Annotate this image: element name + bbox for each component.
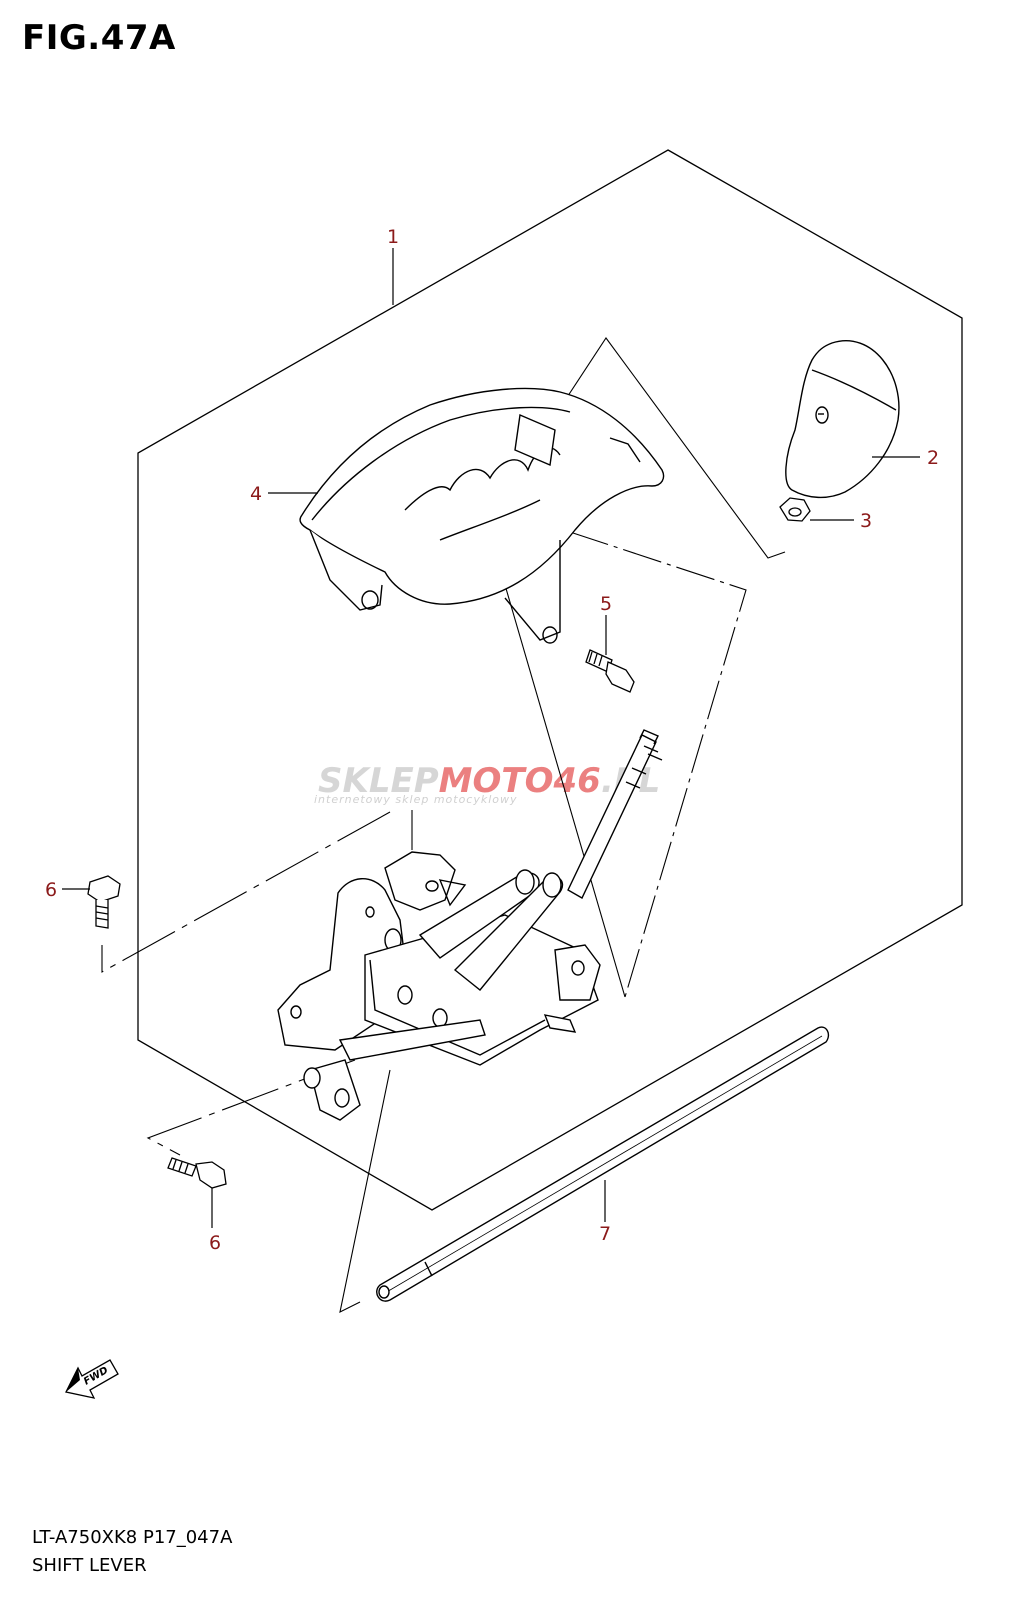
watermark-tagline: internetowy sklep motocyklowy — [314, 793, 518, 806]
watermark-brand-part2: MOTO46 — [439, 761, 601, 801]
projection-lines — [101, 337, 786, 1313]
shift-lever-assembly-part-1 — [277, 729, 663, 1121]
bolt-part-5 — [585, 649, 635, 693]
shift-guide-cover-part-4 — [299, 387, 665, 644]
fwd-arrow-icon: FWD — [65, 1359, 119, 1399]
callout-5: 5 — [600, 593, 612, 615]
callout-6-upper: 6 — [45, 879, 57, 901]
nut-part-3 — [779, 497, 811, 522]
callout-6-lower: 6 — [209, 1232, 221, 1254]
model-code: LT-A750XK8 P17_047A — [32, 1527, 233, 1548]
callout-4: 4 — [250, 483, 262, 505]
section-name: SHIFT LEVER — [32, 1555, 147, 1576]
footer: LT-A750XK8 P17_047A SHIFT LEVER — [32, 1524, 232, 1580]
shift-knob-part-2 — [785, 340, 900, 499]
callout-7: 7 — [599, 1223, 611, 1245]
watermark: SKLEPMOTO46.PL internetowy sklep motocyk… — [314, 761, 660, 806]
callout-3: 3 — [860, 510, 872, 532]
bolt-part-6-upper — [87, 875, 121, 929]
bolt-part-6-lower — [167, 1157, 227, 1189]
callout-2: 2 — [927, 447, 939, 469]
callout-1: 1 — [387, 226, 399, 248]
watermark-brand-part1: SKLEP — [318, 761, 439, 801]
leader-lines — [62, 248, 920, 1228]
rod-part-7 — [376, 1026, 830, 1302]
assembly-outline — [137, 149, 963, 1211]
figure-title: FIG.47A — [22, 18, 176, 58]
